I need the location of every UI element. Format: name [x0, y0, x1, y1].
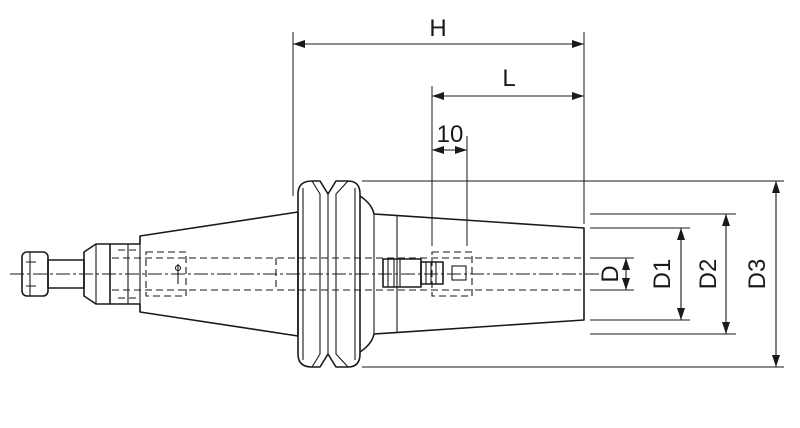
dimension-h: H [293, 15, 584, 48]
dim-label-l: L [502, 65, 515, 92]
dim-label-d: D [597, 265, 624, 282]
dimension-d3: D3 [744, 181, 780, 367]
dim-label-d2: D2 [695, 259, 722, 290]
dim-label-h: H [429, 15, 446, 42]
dim-label-10: 10 [437, 121, 464, 148]
dimension-d2: D2 [695, 214, 730, 334]
dim-label-d1: D1 [649, 259, 676, 290]
tool-holder-body [10, 180, 600, 368]
dimension-d: D [597, 258, 630, 290]
dimension-l: L [432, 65, 584, 100]
set-screw [382, 258, 467, 288]
dim-label-d3: D3 [744, 259, 771, 290]
extension-lines [292, 32, 784, 368]
internal-bore-hidden [112, 249, 584, 299]
dimension-d1: D1 [649, 228, 685, 320]
dimension-10: 10 [432, 121, 467, 154]
